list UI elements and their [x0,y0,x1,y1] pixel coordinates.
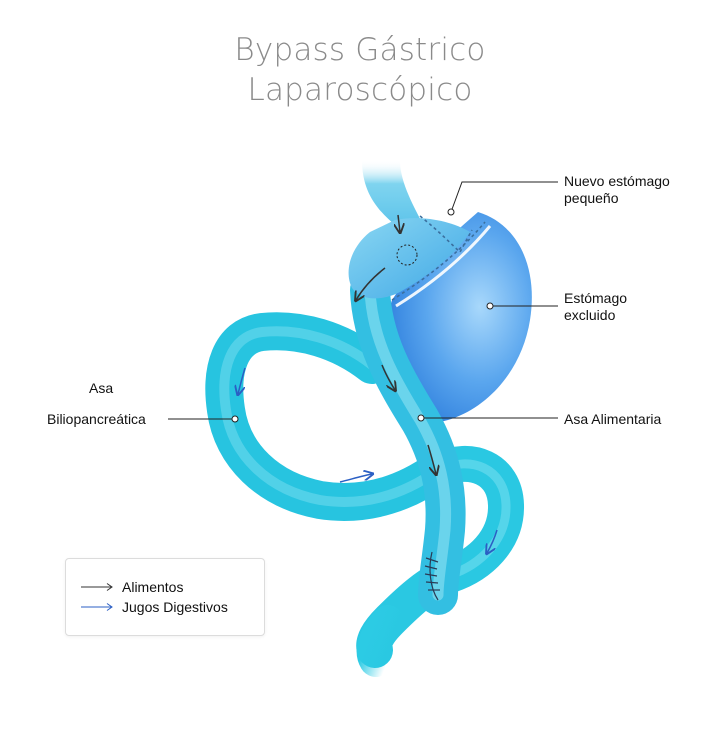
label-new-stomach: Nuevo estómago pequeño [564,173,670,207]
legend-food-label: Alimentos [122,579,184,595]
juice-arrow-3 [487,529,498,553]
legend: Alimentos Jugos Digestivos [65,558,265,636]
anastomosis-marker [396,244,418,266]
food-arrow-4 [427,444,436,474]
label-biliopancreatic-line2: Biliopancreática [47,411,146,427]
label-excluded-stomach-line1: Estómago [564,290,628,306]
staple-line-pouch [419,215,473,254]
food-arrow-1 [398,214,400,232]
esophagus [362,160,425,228]
label-excluded-stomach-line2: excluido [564,307,616,323]
new-stomach-pouch [348,218,470,299]
label-excluded-stomach: Estómago excluido [564,290,627,324]
food-arrow-3 [381,364,395,390]
label-biliopancreatic-line1: Asa [89,380,114,396]
label-alimentary-limb: Asa Alimentaria [564,411,662,427]
legend-juices-label: Jugos Digestivos [122,599,228,615]
juice-arrow-1 [238,367,246,394]
food-arrow-icon [81,583,113,591]
legend-item-food: Alimentos [80,578,183,596]
biliopancreatic-limb [205,312,457,521]
diagram-title-line2: Laparoscópico [247,72,473,108]
label-new-stomach-line1: Nuevo estómago [564,173,670,189]
juice-arrow-icon [81,603,113,611]
excluded-stomach [383,212,532,423]
leader-new-stomach [450,181,558,213]
label-new-stomach-line2: pequeño [564,190,619,206]
food-arrow-2 [356,267,386,300]
legend-item-juices: Jugos Digestivos [80,598,228,616]
staple-line-stomach [391,221,486,301]
suture-marks [424,551,440,601]
juice-arrow-2 [339,474,372,483]
diagram-title-line1: Bypass Gástrico [234,32,486,68]
